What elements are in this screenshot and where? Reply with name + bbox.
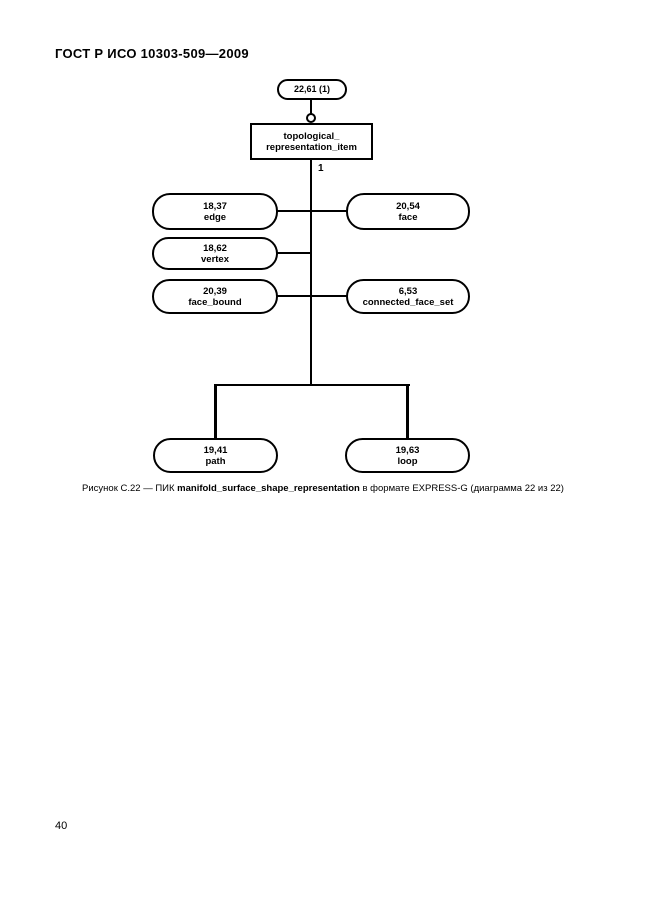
node-face-label: face xyxy=(398,211,418,223)
node-connected-face-set-label: connected_face_set xyxy=(362,296,454,308)
node-edge: 18,37 edge xyxy=(152,193,278,230)
node-vertex-label: vertex xyxy=(201,253,229,265)
trunk-line xyxy=(310,160,312,386)
node-connected-face-set-ref: 6,53 xyxy=(398,285,418,297)
page-ref-oval: 22,61 (1) xyxy=(277,79,347,100)
connector-line xyxy=(276,210,348,212)
node-vertex: 18,62 vertex xyxy=(152,237,278,270)
root-entity-line1: topological_ xyxy=(283,130,340,142)
page-number: 40 xyxy=(55,820,68,832)
node-loop-label: loop xyxy=(397,455,418,467)
node-loop: 19,63 loop xyxy=(345,438,470,473)
node-face-bound-label: face_bound xyxy=(188,296,242,308)
caption-suffix: в формате EXPRESS-G (диаграмма 22 из 22) xyxy=(359,483,564,494)
cardinality-label: 1 xyxy=(318,163,324,174)
root-entity-line2: representation_item xyxy=(266,141,357,153)
node-face: 20,54 face xyxy=(346,193,470,230)
node-path-ref: 19,41 xyxy=(203,444,228,456)
root-entity-box: topological_ representation_item xyxy=(250,123,373,160)
node-face-bound: 20,39 face_bound xyxy=(152,279,278,314)
node-edge-label: edge xyxy=(203,211,227,223)
node-path-label: path xyxy=(205,455,226,467)
page-ref-circle xyxy=(306,113,316,123)
connector-line xyxy=(310,100,312,115)
node-face-bound-ref: 20,39 xyxy=(203,285,227,297)
node-vertex-ref: 18,62 xyxy=(203,242,227,254)
page-ref-label: 22,61 (1) xyxy=(293,84,331,94)
figure-caption: Рисунок С.22 — ПИК manifold_surface_shap… xyxy=(0,483,646,494)
caption-prefix: Рисунок С.22 — ПИК xyxy=(82,483,178,494)
node-face-ref: 20,54 xyxy=(396,200,420,212)
connector-line xyxy=(214,384,410,386)
node-connected-face-set: 6,53 connected_face_set xyxy=(346,279,470,314)
node-path: 19,41 path xyxy=(153,438,278,473)
connector-line xyxy=(276,295,348,297)
document-title: ГОСТ Р ИСО 10303-509—2009 xyxy=(55,46,249,61)
connector-line xyxy=(214,384,217,439)
caption-entity-name: manifold_surface_shape_representation xyxy=(177,483,360,494)
node-edge-ref: 18,37 xyxy=(203,200,227,212)
node-loop-ref: 19,63 xyxy=(395,444,420,456)
connector-line xyxy=(276,252,312,254)
connector-line xyxy=(406,384,409,439)
